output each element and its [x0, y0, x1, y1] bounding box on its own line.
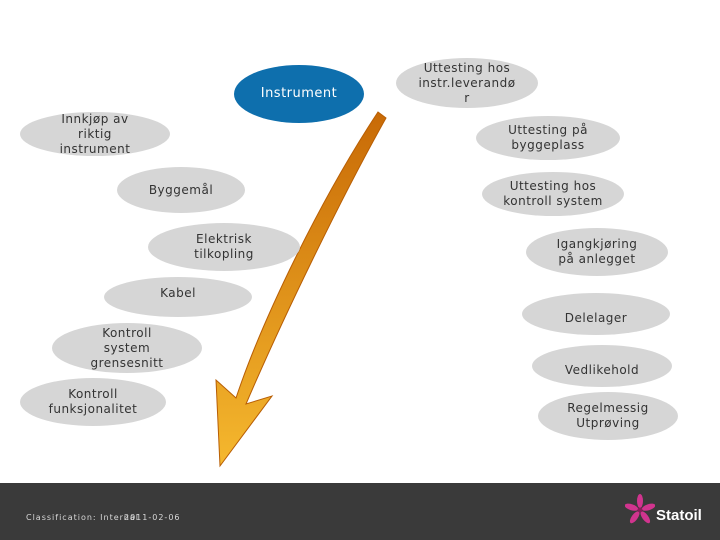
- statoil-star-icon: [625, 494, 655, 524]
- left-node-kontroll-grensesnitt: Kontroll system grensesnitt: [52, 323, 202, 373]
- footer-classification: Classification: Internal: [26, 513, 140, 522]
- right-node-uttesting-kontroll: Uttesting hos kontroll system: [482, 172, 624, 216]
- left-node-innkjop: Innkjøp av riktig instrument: [20, 112, 170, 156]
- footer-bar: [0, 483, 720, 540]
- left-node-kabel: Kabel: [104, 277, 252, 317]
- footer-date: 2011-02-06: [124, 513, 181, 522]
- left-node-byggemal: Byggemål: [117, 167, 245, 213]
- right-node-regelmessig-utproving: Regelmessig Utprøving: [538, 392, 678, 440]
- right-node-delelager: Delelager: [522, 293, 670, 335]
- right-node-uttesting-leverandor: Uttesting hos instr.leverandø r: [396, 58, 538, 108]
- center-node-instrument: Instrument: [234, 65, 364, 123]
- left-node-elektrisk-tilkopling: Elektrisk tilkopling: [148, 223, 300, 271]
- statoil-logo-text: Statoil: [656, 507, 702, 524]
- right-node-vedlikehold: Vedlikehold: [532, 345, 672, 387]
- left-node-kontroll-funksjonalitet: Kontroll funksjonalitet: [20, 378, 166, 426]
- flow-arrow-shape: [215, 111, 387, 468]
- right-node-uttesting-byggeplass: Uttesting på byggeplass: [476, 116, 620, 160]
- right-node-igangkjoring: Igangkjøring på anlegget: [526, 228, 668, 276]
